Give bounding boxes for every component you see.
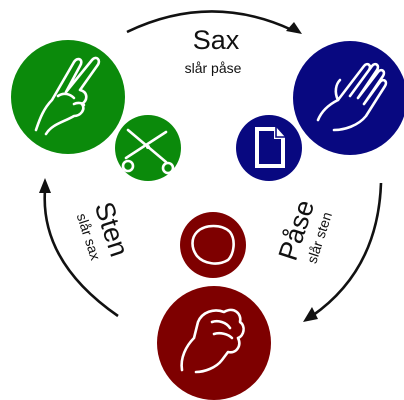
arrowhead-rock-to-scissors <box>39 178 51 193</box>
scissors-icon <box>121 128 175 175</box>
scissors-big-circle <box>11 40 125 154</box>
label-scissors-caption: slår påse <box>185 60 242 76</box>
rock-small-circle <box>180 212 246 278</box>
scissors-hand-icon <box>34 56 101 136</box>
paper-big-circle <box>293 41 404 155</box>
arrowhead-scissors-to-paper <box>286 22 302 34</box>
arrowhead-paper-to-rock <box>303 307 318 322</box>
document-icon <box>255 127 285 168</box>
stone-icon <box>191 224 235 265</box>
label-rock-group: Sten slår sax <box>74 198 135 262</box>
paper-hand-icon <box>316 62 388 132</box>
label-paper-group: Påse slår sten <box>273 196 335 265</box>
rock-fist-icon <box>180 308 245 374</box>
rock-big-circle <box>157 286 271 400</box>
label-scissors-title: Sax <box>193 25 240 55</box>
arrow-rock-to-scissors <box>43 189 119 318</box>
arrow-scissors-to-paper <box>126 10 293 34</box>
arrow-paper-to-rock <box>311 182 383 318</box>
